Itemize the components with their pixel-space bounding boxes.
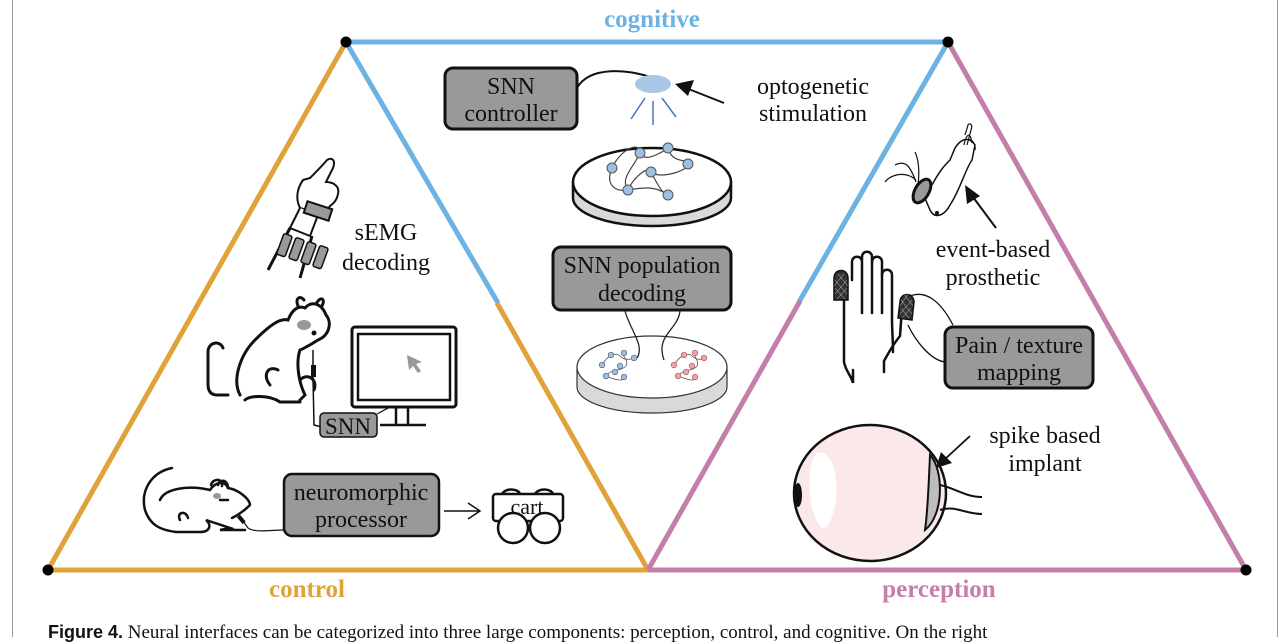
rat-implant-icon (213, 493, 221, 499)
processor-to-cart-arrow-icon (444, 502, 482, 520)
rat-connector-icon (236, 514, 246, 525)
snn-controller-box: SNN controller (443, 66, 579, 131)
cognitive-category-label: cognitive (604, 6, 700, 33)
vertex-top-left (340, 36, 352, 48)
sensor-wire-bottom (907, 324, 946, 363)
svg-text:decoding: decoding (598, 281, 686, 307)
eye-icon (792, 423, 983, 563)
semg-hand-icon (266, 157, 340, 279)
monkey-eye-icon (311, 330, 317, 336)
cursor-icon (407, 355, 422, 373)
control-category-label: control (269, 576, 345, 603)
sensor-wire-top (909, 293, 954, 326)
svg-text:Pain / texture: Pain / texture (955, 333, 1083, 359)
rat-icon (142, 466, 252, 534)
cognitive-left-edge-upper (343, 40, 501, 305)
monkey-connector-icon (311, 365, 316, 377)
implant-label-line2: implant (1008, 451, 1082, 477)
prosthetic-arrow-icon (965, 185, 997, 229)
neuromorphic-processor-box: neuromorphic processor (282, 472, 441, 538)
control-right-edge-lower (494, 301, 651, 572)
triangle-edges (45, 39, 1249, 573)
svg-text:neuromorphic: neuromorphic (294, 480, 429, 506)
prosthetic-arm-icon (884, 123, 976, 217)
perception-right-edge (945, 40, 1249, 572)
snn-population-decoding-box: SNN population decoding (551, 245, 733, 312)
vertex-bottom-left (42, 564, 54, 576)
perception-left-edge-lower (645, 299, 803, 572)
cognitive-right-edge-upper (796, 40, 951, 304)
vertex-bottom-right (1240, 564, 1252, 576)
culture-dish-icon (571, 142, 733, 228)
controller-wire (576, 70, 651, 89)
light-rays-icon (630, 97, 677, 125)
monkey-wire (312, 350, 323, 428)
svg-text:controller: controller (464, 101, 557, 127)
svg-text:SNN: SNN (487, 74, 535, 100)
vertex-top-right (942, 36, 954, 48)
semg-label-line1: sEMG (355, 220, 418, 246)
monkey-icon (206, 296, 331, 404)
svg-text:processor: processor (315, 507, 407, 533)
caption-text: Neural interfaces can be categorized int… (127, 622, 988, 643)
svg-text:mapping: mapping (977, 360, 1061, 386)
svg-text:SNN population: SNN population (564, 253, 721, 279)
prosthetic-label-line2: prosthetic (946, 265, 1041, 291)
hand-icon (842, 250, 904, 384)
figure-frame (12, 0, 1278, 637)
figure-caption: Figure 4. Neural interfaces can be categ… (48, 622, 987, 644)
light-source-icon (635, 75, 671, 93)
population-dish-icon (576, 310, 728, 414)
perception-category-label: perception (882, 576, 996, 603)
pain-texture-mapping-box: Pain / texture mapping (943, 325, 1095, 390)
monkey-implant-icon (297, 320, 311, 330)
optogenetic-arrow-icon (675, 80, 725, 104)
cart-icon: cart (491, 488, 565, 545)
monitor-icon (350, 325, 458, 427)
svg-text:cart: cart (511, 494, 544, 519)
rat-wire (239, 516, 285, 532)
svg-text:SNN: SNN (325, 414, 371, 439)
semg-label-line2: decoding (342, 250, 430, 276)
implant-label-line1: spike based (989, 423, 1100, 449)
optogenetic-label-line2: stimulation (759, 101, 867, 127)
prosthetic-label-line1: event-based (936, 237, 1051, 263)
vertices (42, 36, 1252, 576)
snn-box-small: SNN (319, 412, 378, 439)
optogenetic-label-line1: optogenetic (757, 74, 869, 100)
fingertip-sensor-icon (833, 269, 915, 321)
implant-arrow-icon (936, 435, 971, 468)
caption-label: Figure 4. (48, 622, 124, 642)
control-left-edge (45, 40, 349, 572)
